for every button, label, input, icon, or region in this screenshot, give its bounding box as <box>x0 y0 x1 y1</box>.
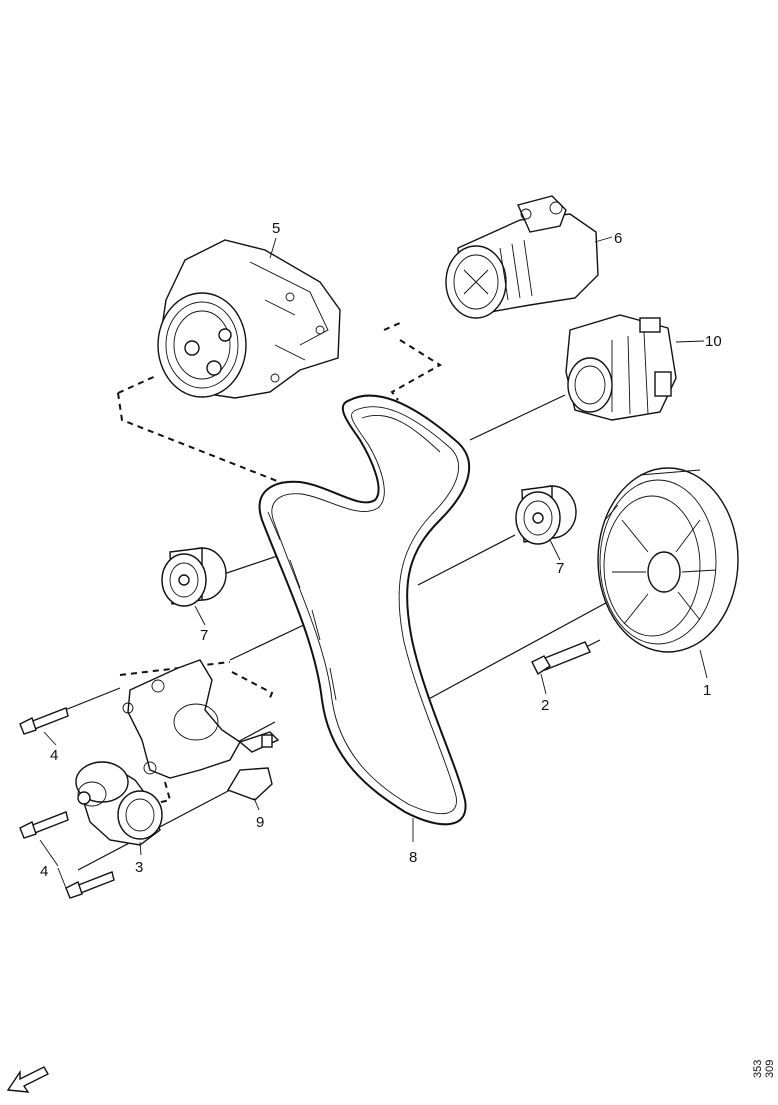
callout-8: 8 <box>409 849 417 866</box>
pulley-bolt <box>531 641 591 676</box>
callout-5: 5 <box>272 220 280 237</box>
callout-4-upper: 4 <box>50 747 58 764</box>
idler-pulley-left <box>161 547 227 607</box>
callout-3: 3 <box>135 859 143 876</box>
damper <box>226 731 280 801</box>
arrow-down-left-icon <box>6 1066 49 1093</box>
callout-9: 9 <box>256 814 264 831</box>
callout-4-lower: 4 <box>40 863 48 880</box>
callout-7-left: 7 <box>200 627 208 644</box>
bolt-middle <box>19 811 69 839</box>
callout-lines <box>39 236 708 889</box>
water-pump <box>157 239 341 399</box>
callout-6: 6 <box>614 230 622 247</box>
callout-10: 10 <box>705 333 722 350</box>
belt-tensioner <box>75 761 163 846</box>
callout-2: 2 <box>541 697 549 714</box>
drawing-reference: 353 309 <box>752 1059 776 1078</box>
ribbed-belt <box>258 394 471 826</box>
tensioner-bracket <box>122 659 241 779</box>
ac-compressor <box>445 195 599 319</box>
callout-1: 1 <box>703 682 711 699</box>
alternator <box>565 314 677 421</box>
callouts: 5 6 10 7 7 1 2 8 4 4 3 9 <box>40 220 722 880</box>
idler-pulley-right <box>515 485 577 545</box>
bolt-lower <box>65 871 115 899</box>
bolt-upper <box>19 707 69 735</box>
callout-7-right: 7 <box>556 560 564 577</box>
bolts <box>19 707 115 899</box>
crankshaft-pulley <box>597 467 739 653</box>
alignment-lines <box>117 322 442 809</box>
